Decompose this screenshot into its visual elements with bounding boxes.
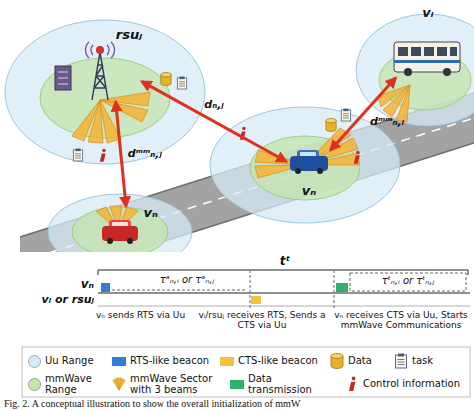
legend-swatch (28, 355, 41, 368)
server-icon (55, 66, 71, 90)
legend-symbol (113, 378, 125, 390)
duration-box (350, 273, 466, 291)
legend-swatch (28, 378, 41, 391)
legend-label: mmWave Range (45, 373, 109, 396)
beam (100, 100, 148, 122)
vehicle-node: vₙ (286, 150, 332, 198)
control-info-icon (240, 127, 246, 140)
legend-item: mmWave Range (28, 372, 112, 396)
legend-icon (394, 353, 408, 369)
beam-sectors (72, 85, 410, 230)
timeline-panel (0, 252, 474, 410)
node-label: rsuⱼ (116, 28, 142, 42)
vehicle-node: vᵢ (390, 6, 466, 78)
rsu-antenna (96, 46, 104, 54)
legend-label: Data (348, 355, 372, 367)
legend-item: task (394, 351, 464, 371)
time-divider (334, 270, 335, 308)
wheel (295, 168, 301, 174)
distance-label: dᵐᵐₙ,ⱼ (128, 148, 162, 160)
task-icon (341, 109, 350, 121)
legend-swatch (220, 357, 234, 366)
node-label: vᵢ (422, 6, 433, 20)
legend-symbol (331, 354, 343, 369)
legend-item: RTS-like beacon (112, 351, 216, 371)
duration-label: τᵃₙ,ᵢ or τᵃₙ,ⱼ (128, 274, 246, 286)
data-icon (161, 73, 171, 86)
period-label: tᵗ (250, 255, 320, 269)
legend-item: Data transmission (230, 372, 340, 396)
distance-arrow (142, 82, 286, 162)
legend-swatch (112, 357, 126, 366)
vehicle-node: vₙ (98, 206, 158, 246)
distance-arrow (116, 102, 126, 206)
distance-arrow (331, 78, 396, 150)
radio-waves (86, 42, 115, 58)
car-body (290, 156, 328, 171)
row-label: vₙ (44, 278, 94, 292)
legend-icon (345, 376, 359, 392)
legend-label: Data transmission (248, 373, 338, 396)
legend-item: Data (330, 351, 386, 371)
legend-label: RTS-like beacon (130, 355, 209, 367)
rts-beacon (101, 283, 110, 292)
step-note: vᵢ/rsuⱼ receives RTS, Sends a CTS via Uu (198, 310, 326, 331)
bus-stripe (394, 60, 460, 63)
car-body (102, 226, 138, 241)
legend-frame (22, 347, 470, 397)
legend-icon (330, 353, 344, 369)
control-info-icon (354, 151, 360, 164)
legend-item: mmWave Sector with 3 beams (112, 372, 224, 396)
legend-item: Uu Range (28, 351, 112, 371)
rsu-tower (92, 52, 108, 100)
bus-body (394, 42, 460, 72)
mmwave-range (72, 207, 168, 257)
control-info-icon (100, 149, 106, 162)
cts-beacon (251, 296, 261, 304)
row-label: vᵢ or rsuⱼ (2, 294, 94, 307)
wheel (443, 68, 451, 76)
rsu-node: rsuⱼ (82, 28, 142, 102)
legend-label: Control information (363, 378, 460, 390)
distance-label: dₙ,ⱼ (204, 99, 223, 111)
legend-item: Control information (345, 372, 469, 396)
figure-caption: Fig. 2. A conceptual illustration to sho… (4, 398, 472, 409)
bus-windows (398, 47, 457, 56)
server-slots (58, 72, 68, 84)
legend-label: mmWave Sector with 3 beams (130, 373, 222, 396)
wheel (317, 168, 323, 174)
distance-label: dᵐᵐₙ,ᵢ (370, 116, 404, 128)
duration-label: τᵗₙ,ᵢ or τᵗₙ,ⱼ (352, 275, 464, 287)
wheel (107, 238, 113, 244)
data-icon (326, 119, 336, 132)
time-axis (98, 292, 470, 293)
legend-icon (112, 376, 126, 392)
legend-label: CTS-like beacon (238, 355, 318, 367)
wheel (127, 238, 133, 244)
time-divider (250, 270, 251, 308)
legend-item: CTS-like beacon (220, 351, 324, 371)
data-transmission-bar (336, 283, 348, 292)
task-icon (73, 149, 82, 161)
uu-range (356, 14, 474, 126)
legend-label: Uu Range (45, 355, 94, 367)
legend-label: task (412, 355, 433, 367)
step-note: vₙ receives CTS via Uu, Starts mmWave Co… (330, 310, 472, 331)
legend-symbol (349, 377, 356, 392)
step-note: vₙ sends RTS via Uu (96, 310, 196, 320)
uu-range (5, 20, 205, 164)
node-label: vₙ (144, 206, 158, 220)
legend-symbol (396, 354, 407, 369)
wheel (404, 68, 412, 76)
node-label: vₙ (302, 184, 316, 198)
duration-span (112, 290, 247, 291)
legend-swatch (230, 380, 244, 389)
mmwave-range (250, 136, 360, 200)
task-icon (177, 77, 186, 89)
time-axis (98, 306, 470, 307)
